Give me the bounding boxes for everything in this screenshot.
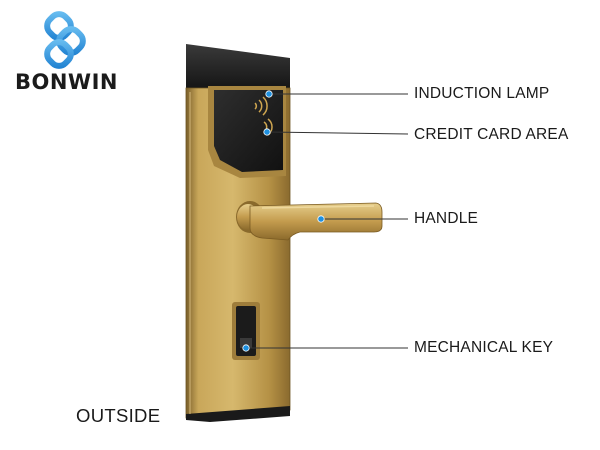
brand-name: BONWIN: [15, 70, 118, 94]
callout-dot-handle: [317, 215, 325, 223]
wifi-icon: [254, 96, 268, 116]
leader-line-credit-card: [267, 131, 409, 135]
callout-dot-credit-card: [263, 128, 271, 136]
bottom-cap: [186, 406, 290, 422]
label-mechanical-key: MECHANICAL KEY: [414, 339, 554, 356]
callout-dot-induction: [265, 90, 273, 98]
label-credit-card-area: CREDIT CARD AREA: [414, 126, 569, 143]
chain-logo-icon: [44, 11, 86, 69]
callout-dot-key: [242, 344, 250, 352]
brand-logo: [44, 11, 86, 69]
label-induction-lamp: INDUCTION LAMP: [414, 85, 550, 102]
side-label: OUTSIDE: [76, 405, 161, 426]
label-handle: HANDLE: [414, 210, 479, 227]
card-reader: [214, 90, 283, 172]
handle-lever: [249, 202, 383, 241]
top-cap: [186, 44, 290, 90]
